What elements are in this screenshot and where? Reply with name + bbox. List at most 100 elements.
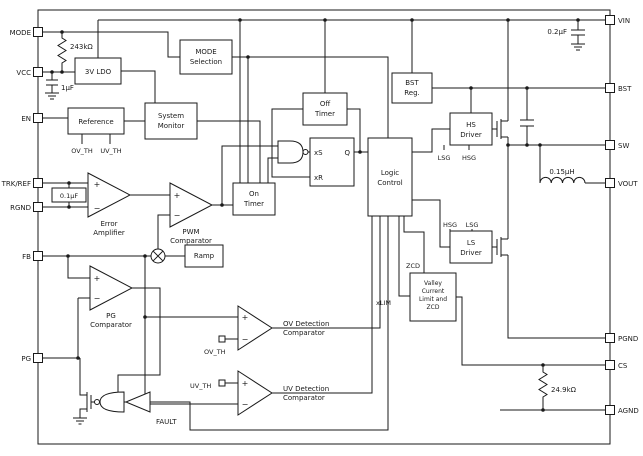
pin-label-bst: BST — [618, 85, 632, 93]
label-on-timer-1: On — [249, 190, 259, 198]
pwm-comparator — [169, 182, 214, 228]
pin-label-trkref: TRK/REF — [1, 180, 31, 188]
nand-gate-icon — [277, 140, 310, 164]
label-lsdrv-hsg: HSG — [443, 221, 457, 229]
label-uv-comp-2: Comparator — [283, 394, 325, 402]
block-valley-current-limit-zcd — [409, 272, 457, 322]
pin-rgnd — [33, 202, 43, 212]
chip-outline — [37, 9, 611, 445]
pin-vout — [605, 178, 615, 188]
label-fault: FAULT — [156, 418, 177, 426]
label-logic-control-1: Logic — [381, 169, 399, 177]
block-hs-driver — [449, 112, 493, 146]
label-valley-3: Limit and — [419, 296, 447, 303]
pin-label-vout: VOUT — [618, 180, 638, 188]
hs-mosfet-icon — [492, 119, 508, 139]
pin-fb — [33, 251, 43, 261]
wires-power — [97, 19, 605, 183]
label-off-timer-1: Off — [320, 100, 331, 108]
label-0p1uf: 0.1µF — [60, 192, 78, 200]
pin-cs — [605, 360, 615, 370]
label-valley-1: Valley — [424, 280, 442, 287]
label-ls-driver-2: Driver — [460, 249, 482, 257]
wires-input — [43, 31, 261, 183]
label-bst-reg-2: Reg. — [404, 89, 420, 97]
block-logic-control — [367, 137, 413, 217]
label-ov-comp-2: Comparator — [283, 329, 325, 337]
ov-comp-minus: − — [242, 335, 249, 344]
pin-trk-ref — [33, 178, 43, 188]
label-valley-2: Current — [422, 288, 445, 295]
capacitor-0p1uf — [51, 187, 87, 203]
pin-label-fb: FB — [22, 253, 31, 261]
label-xlim: xLIM — [376, 299, 391, 307]
ov-threshold-terminal — [218, 335, 226, 343]
bootstrap-capacitor — [520, 88, 534, 145]
pin-vin — [605, 15, 615, 25]
pin-label-sw: SW — [618, 142, 629, 150]
uv-threshold-terminal — [218, 379, 226, 387]
label-pg-comp-1: PG — [106, 312, 116, 320]
pin-label-en: EN — [21, 115, 31, 123]
block-reference — [67, 107, 125, 135]
block-on-timer — [232, 182, 276, 216]
nor-gate-icon — [94, 391, 125, 413]
label-on-timer-2: Timer — [243, 200, 264, 208]
label-ramp: Ramp — [194, 252, 215, 260]
wires-sense — [456, 296, 605, 411]
block-bst-regulator — [391, 72, 433, 104]
pin-terminals — [33, 15, 615, 415]
label-zcd: ZCD — [406, 262, 420, 270]
pin-agnd — [605, 405, 615, 415]
pwm-comp-minus: − — [174, 211, 181, 220]
label-3v-ldo: 3V LDO — [85, 68, 112, 76]
label-ref-ov-th: OV_TH — [71, 147, 93, 155]
label-hs-driver-2: Driver — [460, 131, 482, 139]
label-error-amp-1: Error — [100, 220, 117, 228]
label-hsdrv-hsg: HSG — [462, 154, 476, 162]
wires-feedback — [43, 145, 278, 405]
uv-comp-minus: − — [242, 400, 249, 409]
block-sr-latch — [309, 137, 355, 187]
error-amp-minus: − — [94, 204, 101, 213]
label-bst-reg-1: BST — [405, 79, 419, 87]
label-pwm-comp-1: PWM — [182, 228, 199, 236]
label-ov-comp-1: OV Detection — [283, 320, 329, 328]
pg-comp-minus: − — [94, 294, 101, 303]
uv-comp-plus: + — [242, 379, 249, 388]
pg-comp-plus: + — [94, 274, 101, 283]
block-off-timer — [302, 92, 348, 126]
pg-comparator — [89, 265, 134, 311]
label-pg-comp-2: Comparator — [90, 321, 132, 329]
pin-label-agnd: AGND — [618, 407, 639, 415]
block-ramp — [184, 244, 224, 268]
ls-mosfet-icon — [492, 237, 508, 257]
label-0p2uf: 0.2µF — [547, 28, 567, 36]
label-uv-comp-1: UV Detection — [283, 385, 329, 393]
pin-label-vcc: VCC — [16, 69, 31, 77]
label-pwm-comp-2: Comparator — [170, 237, 212, 245]
ov-comp-plus: + — [242, 313, 249, 322]
block-3v-ldo — [74, 57, 122, 85]
label-system-monitor-2: Monitor — [158, 122, 185, 130]
inductor-0p15uh — [539, 176, 586, 184]
ground-icon — [45, 92, 59, 100]
pin-label-pg: PG — [21, 355, 31, 363]
label-mode-selection-2: Selection — [190, 58, 222, 66]
label-1uf: 1µF — [61, 84, 74, 92]
label-ref-uv-th: UV_TH — [100, 147, 121, 155]
junction-dots — [50, 18, 580, 412]
resistor-243k — [57, 32, 67, 72]
pin-en — [33, 113, 43, 123]
pin-pgnd — [605, 333, 615, 343]
label-0p15uh: 0.15µH — [549, 168, 574, 176]
label-latch-r: xR — [314, 174, 323, 182]
ground-icon — [73, 417, 87, 425]
label-mode-selection-1: MODE — [195, 48, 216, 56]
label-hsdrv-lsg: LSG — [438, 154, 451, 162]
label-latch-s: xS — [314, 149, 323, 157]
pin-sw — [605, 140, 615, 150]
multiplier-icon — [150, 248, 166, 264]
uv-detection-comparator — [237, 370, 273, 416]
